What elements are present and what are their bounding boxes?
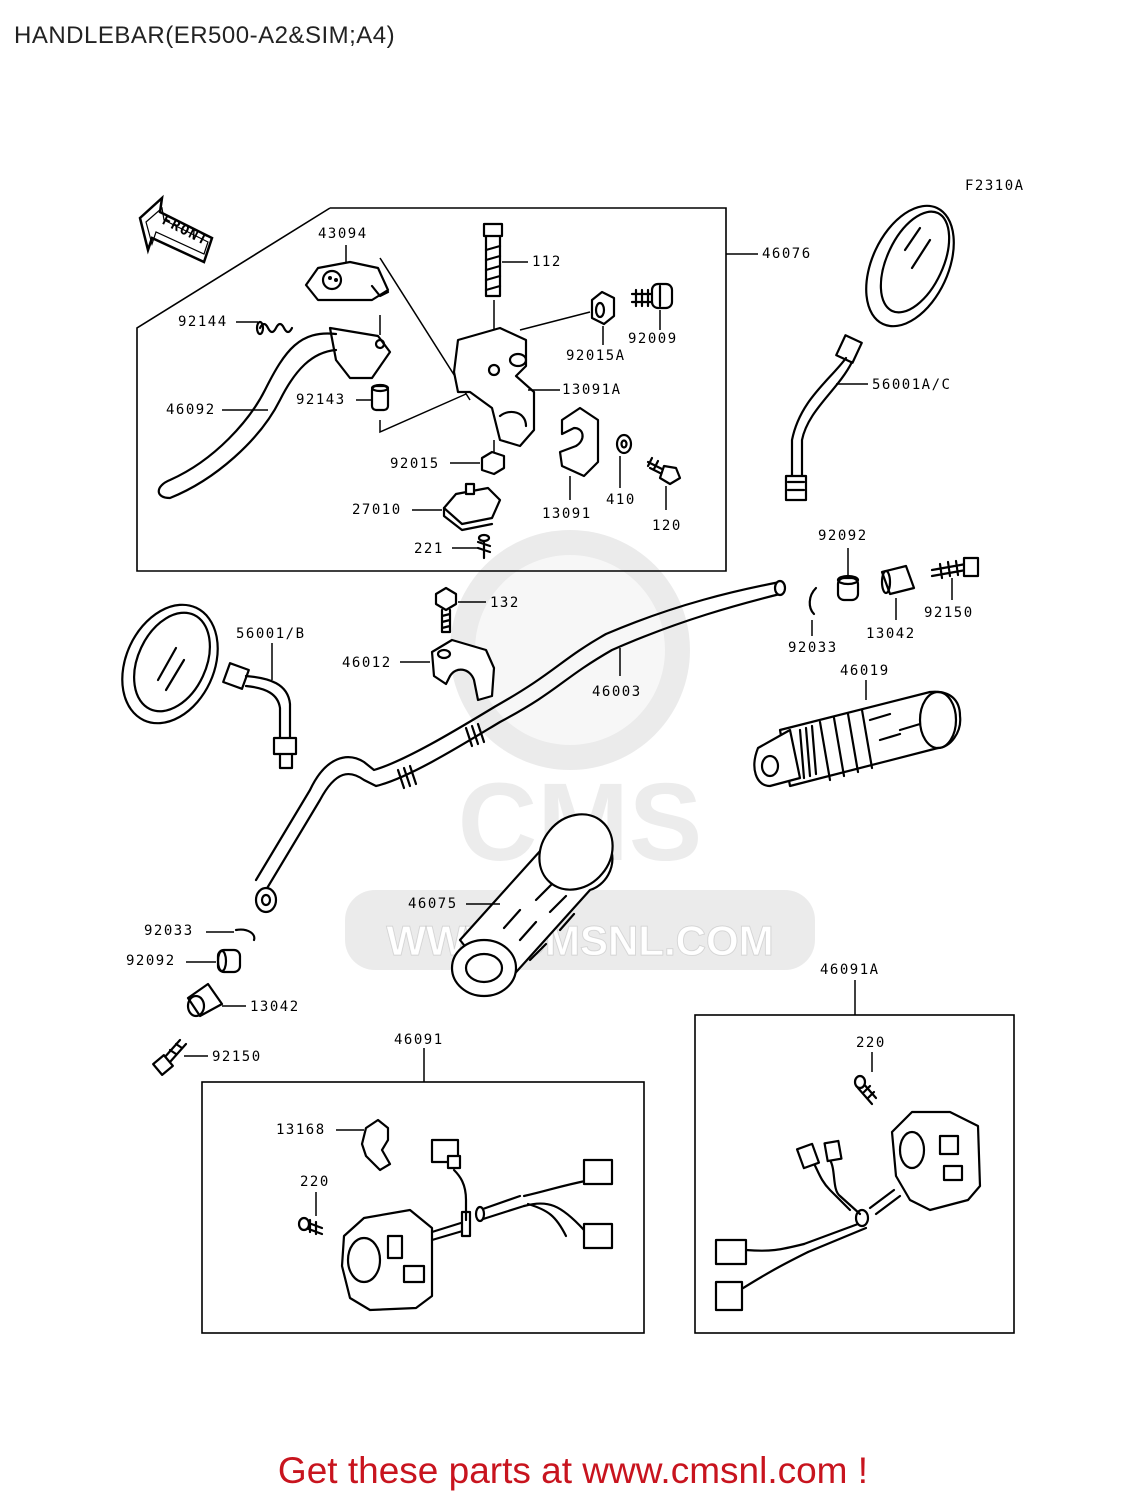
part-56001AC [784,204,955,502]
part-43094 [304,260,390,302]
part-46019 [753,690,962,788]
label-410: 410 [606,492,636,508]
part-13091A [452,326,536,448]
part-46075 [450,813,614,998]
label-46076: 46076 [762,246,812,262]
label-56001B: 56001/B [236,626,306,642]
part-92009 [630,282,674,310]
label-92015: 92015 [390,456,440,472]
label-46091A: 46091A [820,962,880,978]
part-13042-left [186,982,224,1018]
label-92143: 92143 [296,392,346,408]
label-46012: 46012 [342,655,392,671]
part-92015 [480,450,506,476]
part-13042-right [880,564,916,596]
label-46075: 46075 [408,896,458,912]
label-27010: 27010 [352,502,402,518]
part-27010 [442,482,502,532]
part-56001B [121,603,298,770]
label-92144: 92144 [178,314,228,330]
watermark-logo: CMS WWW.CMSNL.COM [345,530,815,970]
part-120 [646,456,682,486]
part-92144 [255,320,294,336]
assembly-box-46091 [201,1081,645,1334]
parts-diagram: CMS WWW.CMSNL.COM F2310A FRONT 43094 921… [121,178,1025,1334]
part-92092-left [216,948,242,974]
label-43094: 43094 [318,226,368,242]
front-arrow-icon: FRONT [138,194,214,264]
part-92150-right [930,556,980,580]
footer-cta[interactable]: Get these parts at www.cmsnl.com ! [277,1450,869,1491]
part-46091A-switch [714,1110,982,1312]
assembly-box-46076 [136,207,727,572]
label-92033-right: 92033 [788,640,838,656]
label-13042-right: 13042 [866,626,916,642]
label-56001AC: 56001A/C [872,377,951,393]
label-92009: 92009 [628,331,678,347]
watermark-text: WWW.CMSNL.COM [386,917,773,964]
part-92150-left [152,1038,188,1076]
part-13168 [360,1118,392,1172]
part-92015A [590,290,616,326]
part-46091-switch [340,1138,614,1312]
part-46003 [254,579,787,914]
label-13091: 13091 [542,506,592,522]
label-46019: 46019 [840,663,890,679]
part-92143 [370,383,390,412]
part-46012 [430,638,496,702]
label-46003: 46003 [592,684,642,700]
part-132 [434,586,458,634]
label-112: 112 [532,254,562,270]
diagram-code: F2310A [965,178,1025,194]
label-92033-left: 92033 [144,923,194,939]
part-13091 [558,406,600,478]
page-title: HANDLEBAR(ER500-A2&SIM;A4) [14,22,396,49]
label-46092: 46092 [166,402,216,418]
label-92015A: 92015A [566,348,626,364]
label-92150-left: 92150 [212,1049,262,1065]
label-13091A: 13091A [562,382,622,398]
part-112 [482,222,504,298]
part-410 [615,433,633,455]
label-220-left: 220 [300,1174,330,1190]
label-221: 221 [414,541,444,557]
label-132: 132 [490,595,520,611]
label-13042-left: 13042 [250,999,300,1015]
label-120: 120 [652,518,682,534]
part-220-right-switch-screw [853,1074,878,1106]
part-92033-left [234,928,256,942]
label-46091: 46091 [394,1032,444,1048]
label-92092-right: 92092 [818,528,868,544]
label-92092-left: 92092 [126,953,176,969]
label-13168: 13168 [276,1122,326,1138]
part-92092-right [836,574,860,602]
label-220-right: 220 [856,1035,886,1051]
part-92033-right [808,586,818,616]
label-92150-right: 92150 [924,605,974,621]
part-220-left-switch-screw [297,1216,324,1236]
part-46092 [157,326,392,500]
part-221 [476,533,492,560]
